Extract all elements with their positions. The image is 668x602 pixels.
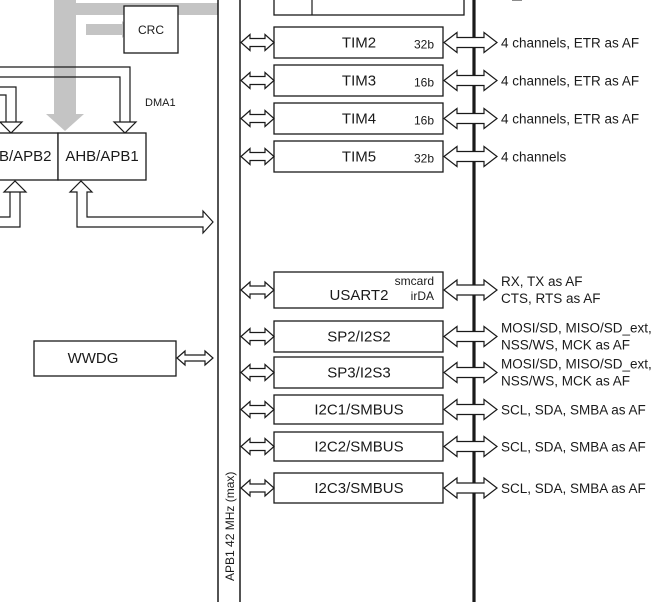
tim4-bus-arrow bbox=[240, 109, 275, 128]
sp3-i2s3-signal-2: NSS/WS, MCK as AF bbox=[501, 374, 630, 389]
tim2-bus-arrow bbox=[240, 33, 275, 52]
apb2-arrowhead bbox=[0, 121, 24, 134]
tim3-label: TIM3 bbox=[342, 73, 376, 90]
i2c2-smbus-bus-arrow bbox=[240, 437, 275, 456]
ahb-apb1-block bbox=[57, 132, 147, 181]
usart2-tag-smcard: smcard bbox=[395, 274, 434, 288]
apb1-bridge-link-arrow bbox=[68, 180, 214, 235]
tim5-label: TIM5 bbox=[342, 149, 376, 166]
i2c3-smbus-af-arrow bbox=[443, 476, 498, 500]
i2c1-smbus-label: I2C1/SMBUS bbox=[314, 402, 403, 419]
tim4-label: TIM4 bbox=[342, 111, 376, 128]
dma1-path-outer bbox=[0, 66, 131, 123]
tim4-af-arrow bbox=[443, 107, 498, 130]
top-peripheral-block bbox=[273, 0, 465, 16]
tim2-label: TIM2 bbox=[342, 35, 376, 52]
i2c2-smbus-signal-1: SCL, SDA, SMBA as AF bbox=[501, 440, 646, 455]
tim3-block bbox=[273, 64, 444, 97]
ahb-apb2-block bbox=[0, 132, 59, 181]
sp3-i2s3-bus-arrow bbox=[240, 363, 275, 382]
usart2-signal-2: CTS, RTS as AF bbox=[501, 291, 601, 306]
tim2-af-arrow bbox=[443, 31, 498, 54]
sp3-i2s3-af-arrow bbox=[443, 361, 498, 384]
tim3-bus-arrow bbox=[240, 71, 275, 90]
sp2-i2s2-af-arrow bbox=[443, 325, 498, 348]
crc-label: CRC bbox=[138, 23, 164, 37]
tim2-block bbox=[273, 26, 444, 59]
sp2-i2s2-signal-1: MOSI/SD, MISO/SD_ext, bbox=[501, 321, 652, 336]
i2c1-smbus-signal-1: SCL, SDA, SMBA as AF bbox=[501, 403, 646, 418]
sp3-i2s3-block bbox=[273, 356, 444, 389]
ahb-bus-grey-arrowhead bbox=[46, 114, 84, 131]
wwdg-block bbox=[33, 340, 177, 377]
ahb-apb1-label: AHB/APB1 bbox=[65, 148, 138, 165]
crc-bus-grey-link bbox=[86, 24, 122, 35]
i2c3-smbus-signal-1: SCL, SDA, SMBA as AF bbox=[501, 481, 646, 496]
apb2-down-link-b bbox=[0, 191, 21, 228]
crc-block bbox=[123, 5, 179, 54]
tim5-width-label: 32b bbox=[414, 152, 434, 166]
dma1-label: DMA1 bbox=[145, 97, 176, 109]
sp2-i2s2-bus-arrow bbox=[240, 327, 275, 346]
ahb-bus-grey-column bbox=[54, 0, 76, 114]
wwdg-label: WWDG bbox=[68, 350, 119, 367]
apb1-bus-label: APB1 42 MHz (max) bbox=[223, 472, 237, 581]
tim4-width-label: 16b bbox=[414, 114, 434, 128]
i2c3-smbus-block bbox=[273, 472, 444, 504]
dma1-path-inner bbox=[0, 76, 121, 123]
tim5-af-arrow bbox=[443, 145, 498, 168]
sp2-i2s2-signal-2: NSS/WS, MCK as AF bbox=[501, 338, 630, 353]
usart2-bus-arrow bbox=[240, 280, 275, 300]
i2c3-smbus-label: I2C3/SMBUS bbox=[314, 480, 403, 497]
usart2-af-arrow bbox=[443, 278, 498, 302]
tim2-signal-1: 4 channels, ETR as AF bbox=[501, 36, 639, 51]
sp3-i2s3-signal-1: MOSI/SD, MISO/SD_ext, bbox=[501, 357, 652, 372]
i2c3-smbus-bus-arrow bbox=[240, 478, 275, 498]
sp2-i2s2-block bbox=[273, 320, 444, 353]
wwdg-bus-arrow bbox=[176, 349, 214, 367]
tim4-block bbox=[273, 102, 444, 135]
usart2-label: USART2 bbox=[330, 287, 389, 304]
ahb-apb2-label: B/APB2 bbox=[0, 148, 52, 165]
i2c1-smbus-bus-arrow bbox=[240, 400, 275, 419]
apb2-down-arrowhead bbox=[2, 180, 28, 193]
apb2-path-inner bbox=[0, 94, 7, 123]
i2c1-smbus-af-arrow bbox=[443, 398, 498, 421]
i2c1-smbus-block bbox=[273, 394, 444, 425]
sp3-i2s3-label: SP3/I2S3 bbox=[327, 365, 390, 382]
tim2-width-label: 32b bbox=[414, 38, 434, 52]
i2c2-smbus-label: I2C2/SMBUS bbox=[314, 439, 403, 456]
apb2-path-outer bbox=[0, 86, 17, 123]
tim3-signal-1: 4 channels, ETR as AF bbox=[501, 74, 639, 89]
dma1-arrowhead bbox=[112, 121, 138, 134]
i2c2-smbus-af-arrow bbox=[443, 435, 498, 458]
apb2-down-link-a bbox=[0, 191, 11, 218]
usart2-tag-irda: irDA bbox=[411, 289, 434, 303]
tim3-width-label: 16b bbox=[414, 76, 434, 90]
sp2-i2s2-label: SP2/I2S2 bbox=[327, 329, 390, 346]
usart2-signal-1: RX, TX as AF bbox=[501, 274, 583, 289]
tim5-signal-1: 4 channels bbox=[501, 150, 567, 165]
tim5-block bbox=[273, 140, 444, 173]
tim3-af-arrow bbox=[443, 69, 498, 92]
tim4-signal-1: 4 channels, ETR as AF bbox=[501, 112, 639, 127]
tim5-bus-arrow bbox=[240, 147, 275, 166]
